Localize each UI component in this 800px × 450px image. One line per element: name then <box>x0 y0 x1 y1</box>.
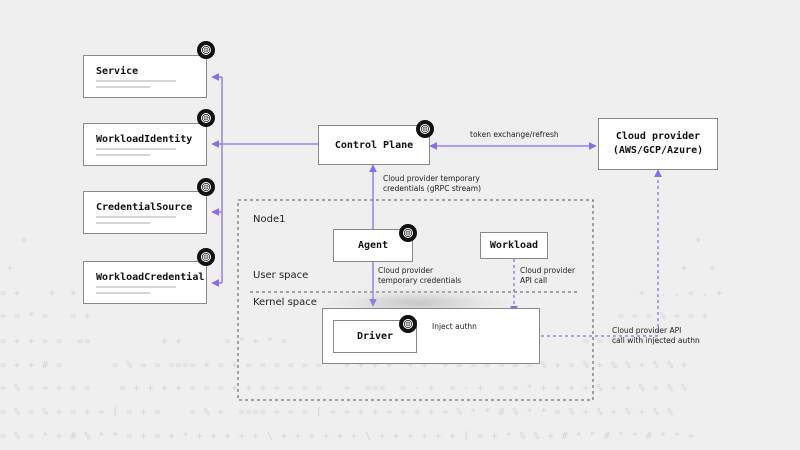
control-plane-node[interactable]: Control Plane <box>318 125 430 165</box>
placeholder-line <box>96 148 176 150</box>
inject-label: Inject authn <box>432 322 477 331</box>
spiral-icon <box>197 178 215 196</box>
resource-label: Service <box>96 66 139 77</box>
node1-boundary <box>237 199 594 401</box>
cp-agent-label: Cloud provider temporary credentials (gR… <box>383 174 482 193</box>
cloud-provider-node[interactable]: Cloud provider (AWS/GCP/Azure) <box>598 118 718 170</box>
control-plane-label: Control Plane <box>334 139 414 151</box>
placeholder-line <box>96 80 176 82</box>
placeholder-line <box>96 86 150 88</box>
injected-call-arrow <box>535 169 662 337</box>
spiral-icon <box>197 41 215 59</box>
workload-node[interactable]: Workload <box>480 232 548 259</box>
workload-label: Workload <box>489 240 539 251</box>
placeholder-line <box>96 216 176 218</box>
spiral-icon <box>399 315 417 333</box>
node1-label: Node1 <box>253 214 286 225</box>
token-exchange-label: token exchange/refresh <box>470 130 559 139</box>
resource-label: CredentialSource <box>96 202 193 213</box>
resource-label: WorkloadIdentity <box>96 134 193 145</box>
spiral-icon <box>416 120 434 138</box>
placeholder-line <box>96 222 150 224</box>
kernel-space-label: Kernel space <box>253 297 317 308</box>
user-space-label: User space <box>253 270 309 281</box>
driver-label: Driver <box>356 331 394 342</box>
resource-workloadidentity[interactable]: WorkloadIdentity <box>83 123 207 166</box>
placeholder-line <box>96 286 176 288</box>
resource-credentialsource[interactable]: CredentialSource <box>83 191 207 234</box>
workload-call-label: Cloud provider API call <box>520 266 576 285</box>
resource-label: WorkloadCredential <box>96 272 205 283</box>
spiral-icon <box>399 224 417 242</box>
cloud-provider-label: Cloud provider (AWS/GCP/Azure) <box>612 131 704 156</box>
injected-call-label: Cloud provider API call with injected au… <box>612 326 700 345</box>
resource-service[interactable]: Service <box>83 55 207 98</box>
spiral-icon <box>197 248 215 266</box>
agent-driver-label: Cloud provider temporary credentials <box>378 266 462 285</box>
agent-label: Agent <box>357 240 389 251</box>
spiral-icon <box>197 109 215 127</box>
placeholder-line <box>96 292 150 294</box>
placeholder-line <box>96 154 150 156</box>
resource-workloadcredential[interactable]: WorkloadCredential <box>83 261 207 304</box>
